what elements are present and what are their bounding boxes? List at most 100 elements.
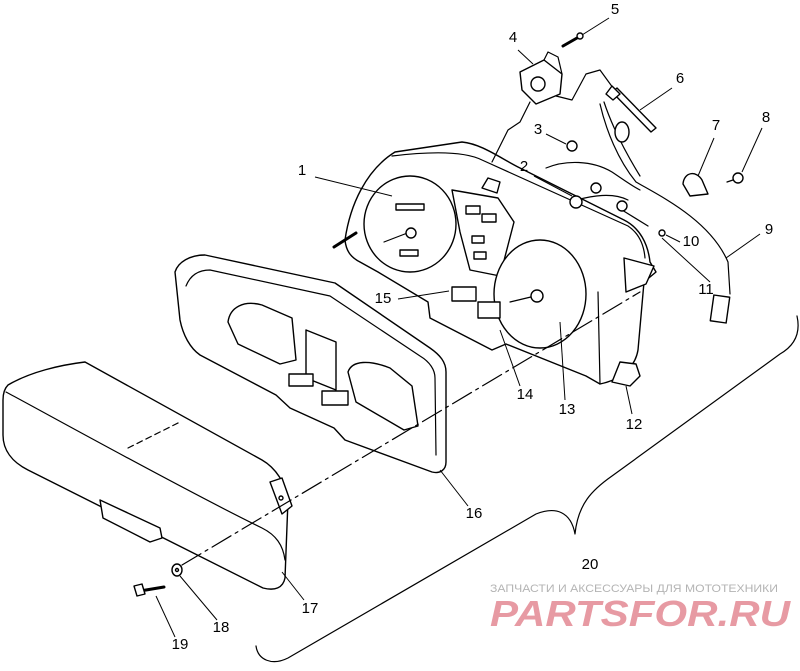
wire-bulb-loop <box>545 161 641 191</box>
screw-5-shaft <box>561 36 579 48</box>
callout-13: 13 <box>559 401 576 418</box>
screw-19-head <box>133 583 146 597</box>
screw-19 <box>133 583 166 597</box>
callout-14: 14 <box>517 386 534 403</box>
housing-visor-tab <box>481 177 501 194</box>
center-line <box>181 291 641 566</box>
leader-14 <box>499 329 521 387</box>
lens-cover <box>2 361 293 590</box>
wire-main <box>599 103 731 295</box>
callout-3: 3 <box>534 121 542 138</box>
bulb-2-glass <box>569 195 583 209</box>
callout-1: 1 <box>298 162 306 179</box>
callout-19: 19 <box>172 636 189 653</box>
warning-light-right <box>477 301 501 319</box>
indicator-light <box>465 205 481 215</box>
callout-11: 11 <box>698 281 714 298</box>
leader-6 <box>639 87 673 111</box>
screw-5-head <box>576 32 584 40</box>
leader-2 <box>533 175 573 197</box>
callout-7: 7 <box>712 117 720 134</box>
washer-18 <box>171 563 183 577</box>
leader-17 <box>281 571 305 601</box>
tachometer-dial <box>363 175 457 273</box>
watermark-caption: ЗАПЧАСТИ И АКСЕССУАРЫ ДЛЯ МОТОТЕХНИКИ <box>490 583 778 595</box>
screw-10 <box>658 229 666 237</box>
switch-4-top <box>543 51 563 75</box>
bolt-6 <box>605 85 657 133</box>
callouts: 1 2 3 4 5 6 7 8 9 10 11 12 13 14 15 16 1… <box>172 1 774 653</box>
leader-18 <box>179 575 218 621</box>
leader-7 <box>697 137 715 177</box>
lens-cover-surface-mark <box>127 421 181 449</box>
screw-8 <box>726 172 744 184</box>
screw-5 <box>561 32 584 48</box>
screw-8-shaft <box>726 179 734 183</box>
switch-bracket-line <box>491 101 531 163</box>
lens-cover-bottom-tab <box>99 499 163 543</box>
clip-7 <box>682 173 709 197</box>
washer-18-hole <box>174 567 180 573</box>
group-bracket-20 <box>255 315 799 663</box>
housing-mount-flange <box>623 257 655 293</box>
leader-1 <box>314 176 393 197</box>
lens-cover-mount-hole <box>278 495 284 501</box>
speedometer-hub <box>530 289 544 303</box>
callout-8: 8 <box>762 109 770 126</box>
bulb-2-glass <box>590 182 602 194</box>
lens-cover-body <box>2 361 289 590</box>
callout-12: 12 <box>626 416 643 433</box>
switch-4-knob <box>530 76 546 92</box>
tachometer-label-mark <box>399 249 419 257</box>
indicator-light <box>473 251 487 260</box>
tachometer-hub <box>405 227 417 239</box>
callout-20: 20 <box>582 556 599 573</box>
leader-11 <box>661 237 711 283</box>
callout-10: 10 <box>683 233 700 250</box>
bezel-light-window <box>288 373 314 387</box>
bulb-2 <box>569 182 602 209</box>
bulb-3-glass <box>566 140 578 152</box>
wire-to-screw-10 <box>621 209 649 227</box>
housing-mount-foot <box>611 361 641 387</box>
lens-cover-front-edge <box>5 391 286 561</box>
callout-18: 18 <box>213 619 230 636</box>
watermark: ЗАПЧАСТИ И АКСЕССУАРЫ ДЛЯ МОТОТЕХНИКИ PA… <box>490 583 791 634</box>
wire-socket <box>616 200 628 212</box>
switch-4 <box>519 51 563 105</box>
callout-9: 9 <box>765 221 773 238</box>
watermark-logo: PARTSFOR.RU <box>490 593 791 634</box>
callout-16: 16 <box>466 505 483 522</box>
leader-5 <box>581 17 610 36</box>
housing-top-rim <box>391 152 646 259</box>
leader-9 <box>725 233 761 259</box>
screw-8-head <box>732 172 744 184</box>
indicator-light <box>481 213 497 223</box>
warning-light-left <box>451 286 477 302</box>
bulb-3 <box>566 140 578 152</box>
bezel-light-window <box>321 390 349 406</box>
housing-stud <box>332 231 358 249</box>
leader-16 <box>439 469 469 507</box>
indicator-light <box>471 235 485 244</box>
leader-15 <box>397 290 450 300</box>
wire-harness-9 <box>545 101 731 324</box>
front-bezel <box>174 254 447 474</box>
bezel-left-window <box>227 302 297 365</box>
leader-12 <box>625 385 633 415</box>
leader-lines <box>155 17 763 638</box>
callout-15: 15 <box>375 290 392 307</box>
switch-bracket-line-right <box>555 69 617 101</box>
leader-10 <box>665 234 681 243</box>
callout-5: 5 <box>611 1 619 18</box>
callout-17: 17 <box>302 600 319 617</box>
leader-13 <box>559 321 566 401</box>
leader-19 <box>155 595 176 638</box>
bezel-inner-rim <box>185 269 437 456</box>
leader-3 <box>545 133 567 145</box>
harness-connector <box>709 294 731 324</box>
callout-2: 2 <box>520 158 528 175</box>
housing-side-edge <box>597 291 601 385</box>
tachometer-scale-mark <box>395 203 425 211</box>
